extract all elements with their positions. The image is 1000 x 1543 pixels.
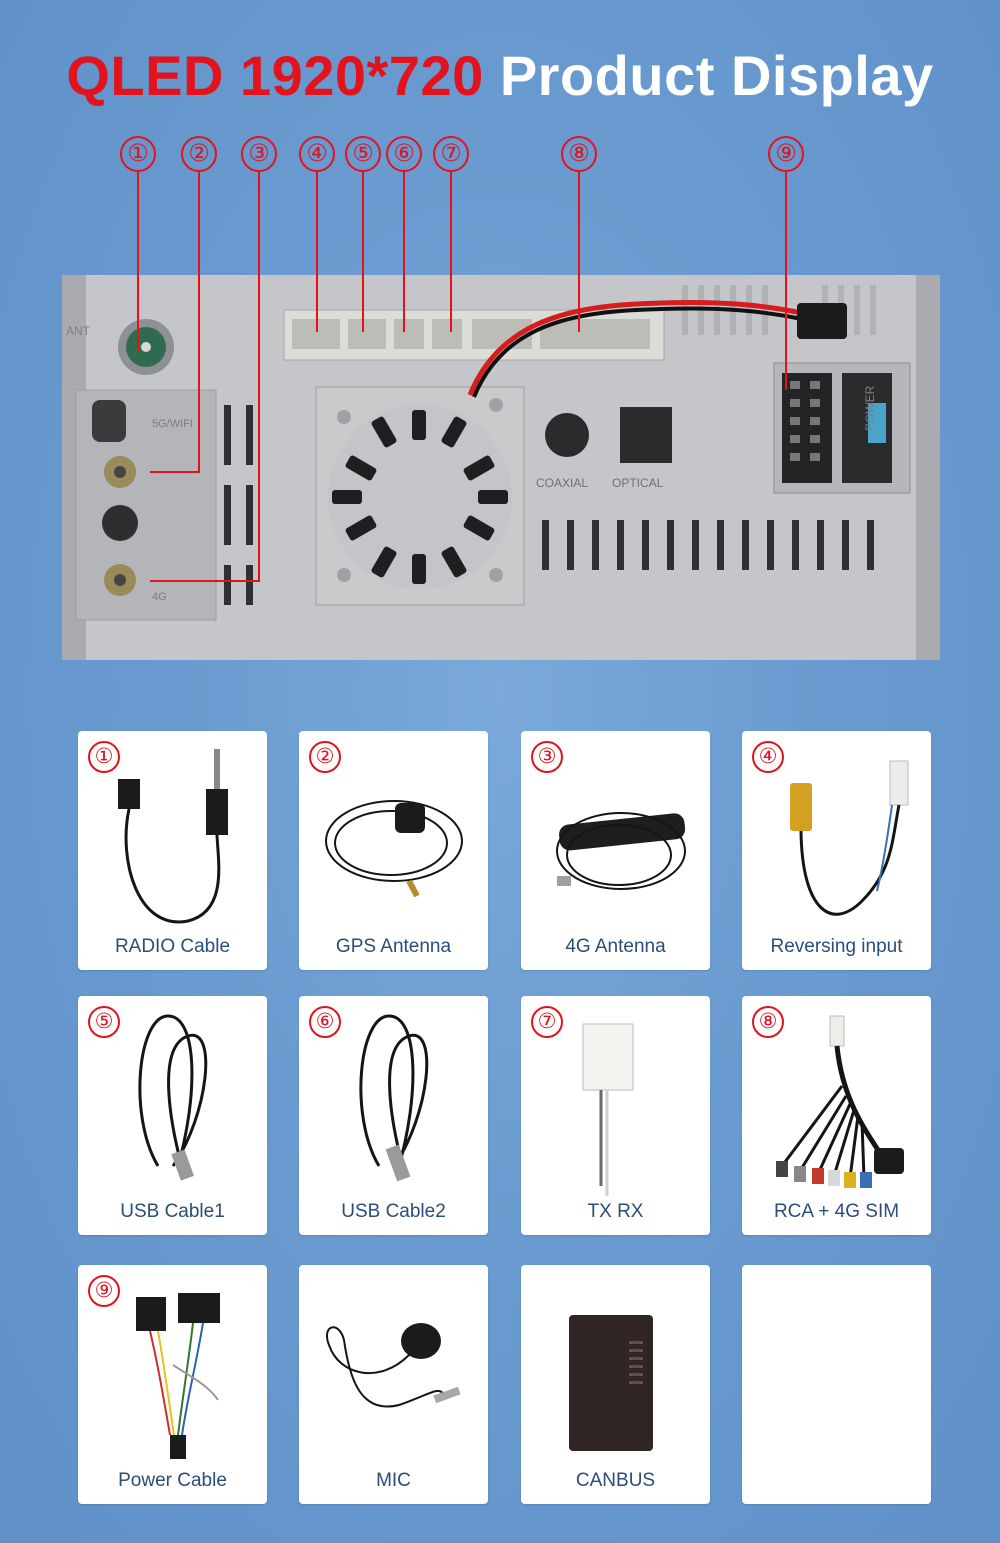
coaxial-label: COAXIAL	[536, 476, 588, 490]
g4-antenna-image	[556, 812, 686, 890]
rca-4g-sim-image	[776, 1015, 904, 1188]
card-label: 4G Antenna	[565, 936, 666, 957]
callout-6: ⑥	[386, 136, 422, 172]
canbus-image	[569, 1315, 653, 1451]
callout-4: ④	[299, 136, 335, 172]
wifi-label: 5G/WIFI	[152, 418, 193, 430]
product-card-rca-4g-sim: ⑧ RCA + 4G SIM	[742, 996, 931, 1235]
back-panel-illustration: ANT 5G/WIFI 4G	[62, 275, 940, 660]
product-card-mic: MIC	[299, 1265, 488, 1504]
mic-image	[326, 1323, 461, 1408]
card-number: ⑥	[309, 1006, 341, 1038]
card-number: ①	[88, 741, 120, 773]
card-number: ⑨	[88, 1275, 120, 1307]
radio-cable-image	[118, 749, 228, 924]
g4-label: 4G	[152, 591, 167, 603]
power-label: POWER	[863, 385, 877, 431]
gps-antenna-image	[325, 800, 463, 898]
product-card-gps-antenna: ② GPS Antenna	[299, 731, 488, 970]
product-card-4g-antenna: ③ 4G Antenna	[521, 731, 710, 970]
usb-cable2-image	[359, 1014, 429, 1182]
callout-2: ②	[181, 136, 217, 172]
product-card-power-cable: ⑨ Power Cable	[78, 1265, 267, 1504]
card-label: Power Cable	[118, 1470, 227, 1491]
product-card-radio-cable: ① RADIO Cable	[78, 731, 267, 970]
product-card-empty	[742, 1265, 931, 1504]
card-label: TX RX	[587, 1201, 644, 1222]
product-card-usb-cable1: ⑤ USB Cable1	[78, 996, 267, 1235]
product-card-reversing-input: ④ Reversing input	[742, 731, 931, 970]
title-white-part: Product Display	[499, 44, 934, 107]
product-card-tx-rx: ⑦ TX RX	[521, 996, 710, 1235]
callout-9: ⑨	[768, 136, 804, 172]
card-label: Reversing input	[770, 936, 903, 957]
title-red-part: QLED 1920*720	[66, 44, 484, 107]
product-card-usb-cable2: ⑥ USB Cable2	[299, 996, 488, 1235]
page-title: QLED 1920*720 Product Display	[0, 48, 1000, 104]
reversing-input-image	[790, 760, 909, 916]
callout-5: ⑤	[345, 136, 381, 172]
callout-1: ①	[120, 136, 156, 172]
power-cable-image	[136, 1293, 220, 1459]
card-label: USB Cable2	[341, 1201, 446, 1222]
tx-rx-image	[582, 1023, 634, 1196]
card-label: CANBUS	[575, 1470, 656, 1491]
card-label: MIC	[376, 1470, 411, 1491]
card-number: ③	[531, 741, 563, 773]
card-number: ⑦	[531, 1006, 563, 1038]
card-label: RADIO Cable	[114, 936, 231, 957]
usb-cable1-image	[138, 1014, 208, 1181]
callout-7: ⑦	[433, 136, 469, 172]
product-card-canbus: CANBUS	[521, 1265, 710, 1504]
card-number: ④	[752, 741, 784, 773]
back-panel-photo: ANT 5G/WIFI 4G	[62, 275, 940, 660]
callout-3: ③	[241, 136, 277, 172]
ant-label: ANT	[66, 324, 91, 338]
card-label: USB Cable1	[120, 1201, 225, 1222]
card-label: RCA + 4G SIM	[773, 1201, 900, 1222]
callout-8: ⑧	[561, 136, 597, 172]
card-number: ⑧	[752, 1006, 784, 1038]
card-number: ②	[309, 741, 341, 773]
card-label: GPS Antenna	[335, 936, 452, 957]
optical-label: OPTICAL	[612, 476, 664, 490]
card-number: ⑤	[88, 1006, 120, 1038]
